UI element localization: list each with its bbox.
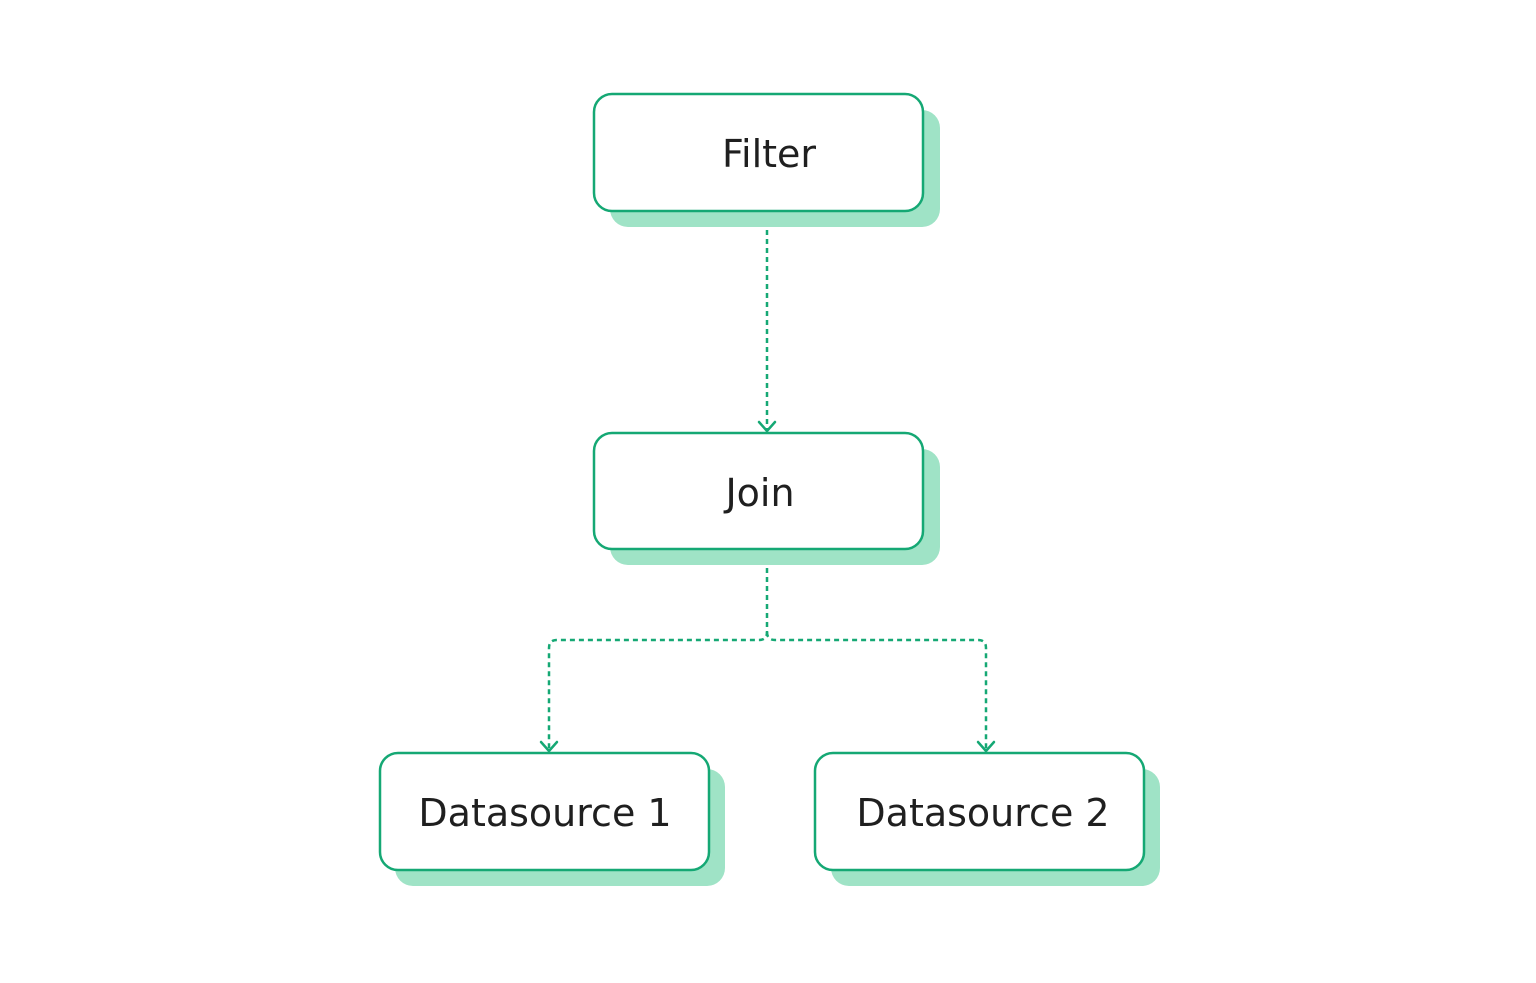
arrowhead-icon bbox=[976, 740, 996, 753]
node-label-join: Join bbox=[723, 471, 794, 515]
arrowhead-icon bbox=[539, 740, 559, 753]
node-box bbox=[813, 751, 1146, 872]
node-label-datasource-2: Datasource 2 bbox=[856, 791, 1109, 835]
node-label-filter: Filter bbox=[722, 132, 816, 176]
node-join[interactable]: Join bbox=[592, 431, 940, 565]
node-label-datasource-1: Datasource 1 bbox=[418, 791, 671, 835]
node-filter[interactable]: Filter bbox=[592, 92, 940, 227]
node-box bbox=[592, 92, 925, 213]
arrowhead-icon bbox=[757, 420, 777, 433]
edge-join-to-datasource-1 bbox=[539, 550, 769, 753]
edge-join-to-datasource-2 bbox=[765, 631, 996, 753]
edge-filter-to-join bbox=[757, 212, 777, 433]
node-datasource-2[interactable]: Datasource 2 bbox=[813, 751, 1160, 886]
node-box bbox=[378, 751, 711, 872]
node-datasource-1[interactable]: Datasource 1 bbox=[378, 751, 725, 886]
node-box bbox=[592, 431, 925, 551]
